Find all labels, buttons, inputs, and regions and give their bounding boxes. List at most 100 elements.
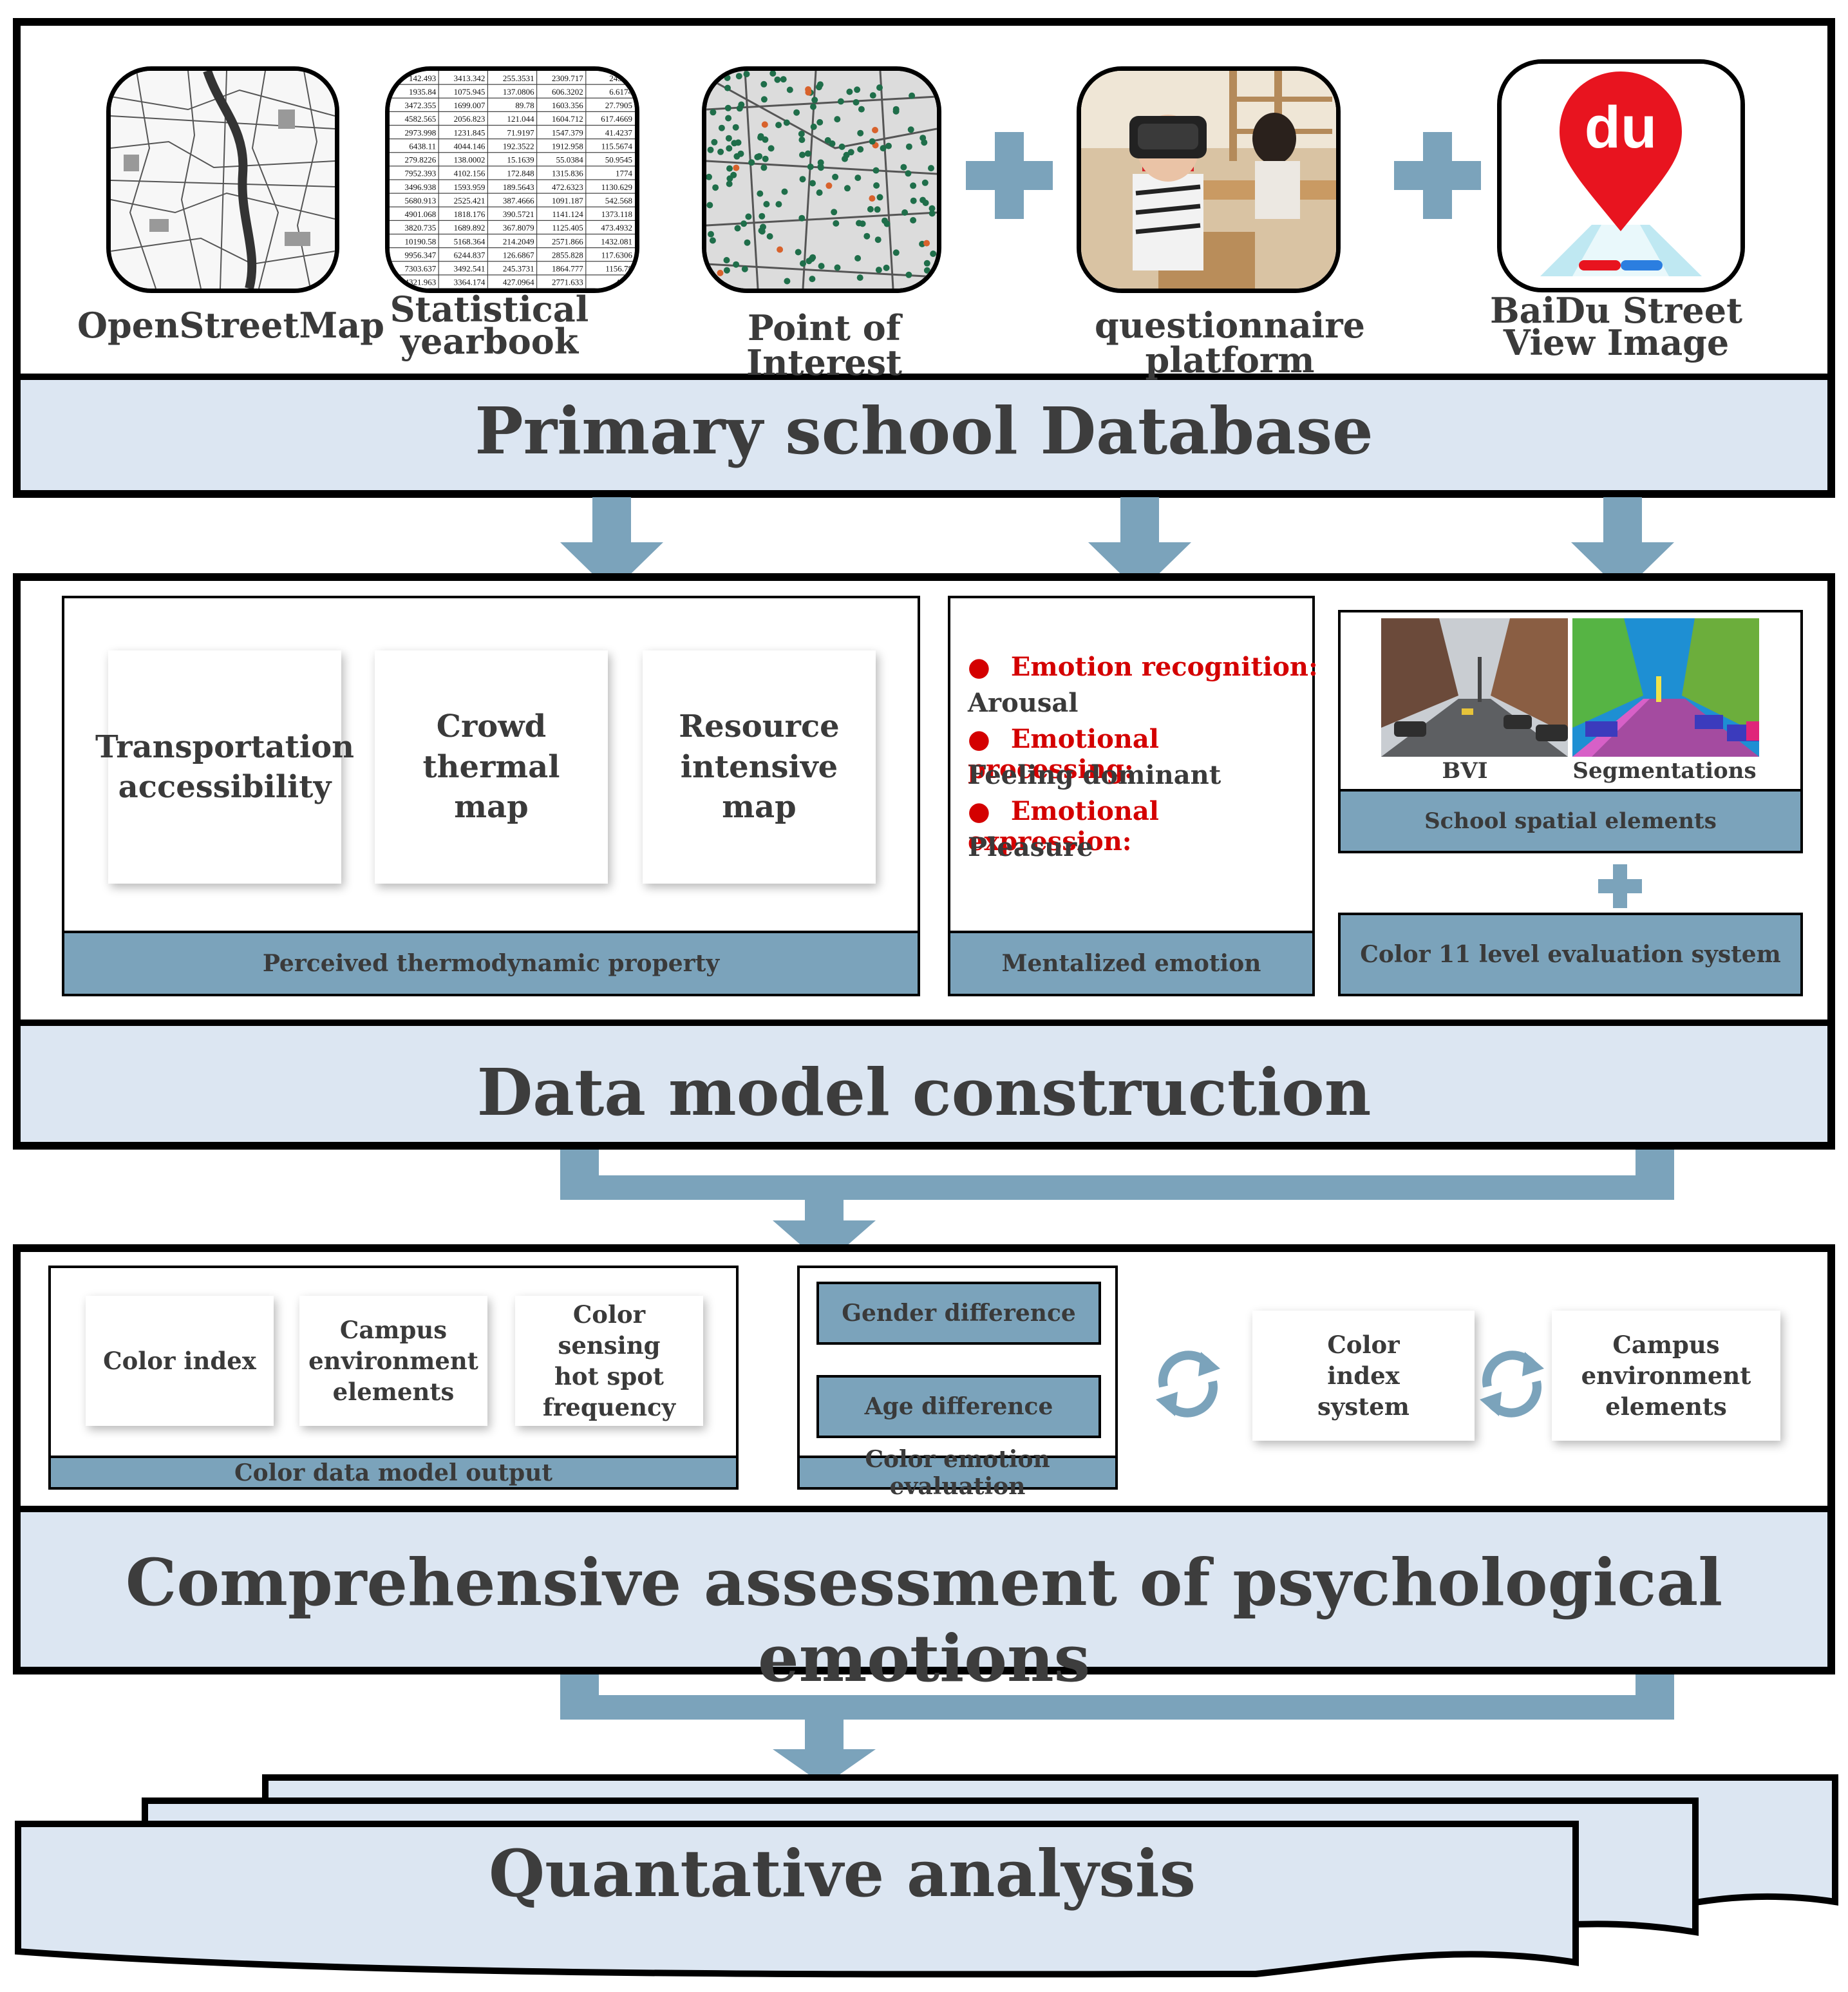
table-cell: 2056.823 — [454, 114, 486, 124]
table-cell: 1141.124 — [552, 209, 584, 219]
poi-point — [725, 135, 732, 142]
table-cell: 138.0002 — [454, 155, 486, 165]
table-cell: 3496.938 — [404, 182, 436, 192]
table-cell: 255.3531 — [503, 73, 534, 83]
table-cell: 6.6174 — [609, 87, 632, 97]
table-cell: 192.3522 — [503, 141, 534, 151]
poi-point — [854, 255, 862, 261]
poi-point — [853, 99, 860, 106]
poi-point — [834, 264, 841, 271]
poi-point — [928, 165, 934, 172]
table-cell: 117.6306 — [601, 250, 633, 260]
construction-title: Data model construction — [476, 1054, 1372, 1130]
poi-point — [838, 143, 845, 150]
campus-environment-cycle-card: Campus environment elements — [1552, 1311, 1780, 1441]
poi-point — [869, 92, 876, 99]
assessment-title: Comprehensive assessment of psychologica… — [125, 1544, 1723, 1696]
poi-point — [762, 155, 769, 162]
construction-band — [21, 1020, 1827, 1142]
poi-point — [774, 76, 781, 83]
table-cell: 137.0806 — [503, 87, 534, 97]
poi-point — [880, 145, 887, 152]
poi-point — [872, 167, 880, 174]
table-cell: 5680.913 — [404, 196, 436, 205]
poi-point — [874, 236, 882, 243]
color-index-system-card: Color index system — [1252, 1311, 1475, 1441]
poi-point — [923, 260, 930, 267]
poi-point — [910, 217, 917, 223]
table-cell: 3413.342 — [454, 73, 486, 83]
poi-point — [854, 86, 861, 93]
arrow-down-icon — [1571, 497, 1674, 593]
poi-point — [780, 76, 787, 83]
poi-point — [723, 267, 730, 274]
segmentation-image — [1572, 618, 1759, 757]
street-map-icon — [111, 71, 335, 289]
crowd-thermal-map-label: Crowd thermal map — [422, 708, 560, 826]
poi-point — [929, 205, 936, 212]
poi-point — [811, 97, 818, 104]
poi-point — [775, 201, 782, 208]
color-sensing-card: Color sensing hot spot frequency — [515, 1296, 703, 1426]
poi-point — [724, 104, 731, 111]
poi-point — [799, 151, 806, 158]
poi-point — [741, 265, 748, 272]
table-cell: 1125.405 — [552, 223, 583, 232]
poi-point — [760, 96, 768, 103]
table-cell: 279.8226 — [404, 155, 436, 165]
plus-icon — [1598, 864, 1642, 908]
poi-point — [816, 189, 823, 196]
cycle-icon — [1156, 1351, 1220, 1418]
poi-point — [762, 136, 769, 143]
poi-point — [900, 164, 907, 171]
gender-difference-box: Gender difference — [816, 1282, 1101, 1345]
poi-point — [757, 190, 764, 197]
poi-point — [807, 164, 814, 170]
color-output-bar: Color data model output — [48, 1456, 739, 1490]
table-cell: 4102.156 — [454, 169, 486, 178]
poi-point — [847, 149, 854, 156]
poi-point — [844, 185, 851, 192]
plus-icon — [966, 132, 1053, 219]
arrow-down-icon — [560, 497, 663, 593]
assessment-band — [21, 1506, 1827, 1667]
table-cell: 1315.836 — [552, 169, 583, 178]
baidu-street-view-tile: du — [1497, 59, 1745, 292]
poi-point — [892, 249, 900, 256]
emotion-item: ●Emotional expression: — [968, 796, 1319, 857]
table-cell: 1547.379 — [552, 128, 583, 137]
poi-point — [761, 121, 768, 128]
poi-point — [760, 164, 768, 171]
table-cell: 367.8079 — [503, 223, 534, 232]
poi-point — [760, 223, 766, 231]
final-title: Quantative analysis — [489, 1835, 1196, 1911]
poi-point — [756, 153, 763, 160]
quantative-stack — [15, 1774, 1838, 1978]
emotion-value: Pleasure — [968, 832, 1093, 862]
table-cell: 214.2049 — [503, 236, 534, 246]
poi-point — [726, 180, 733, 187]
bullet-icon: ● — [968, 797, 990, 826]
poi-point — [733, 261, 740, 268]
table-cell: 1774 — [616, 169, 633, 178]
poi-point — [809, 276, 816, 283]
plus-icon — [1394, 132, 1481, 219]
transportation-accessibility-card: Transportation accessibility — [95, 650, 354, 884]
table-cell: 121.044 — [507, 114, 534, 124]
poi-point — [817, 164, 824, 171]
table-cell: 1935.84 — [409, 87, 437, 97]
table-cell: 126.6867 — [503, 250, 534, 260]
table-cell: 27.7905 — [605, 100, 632, 110]
campus-environment-card: Campus environment elements — [299, 1296, 487, 1426]
poi-point — [929, 210, 936, 217]
table-cell: 1075.945 — [454, 87, 486, 97]
poi-point — [919, 135, 927, 142]
thermo-property-bar: Perceived thermodynamic property — [62, 931, 920, 996]
poi-point — [867, 205, 874, 213]
emotion-panel — [948, 596, 1315, 996]
poi-point — [798, 130, 805, 137]
color-level-system-bar: Color 11 level evaluation system — [1338, 913, 1803, 996]
poi-point — [726, 145, 733, 152]
poi-point — [810, 103, 816, 110]
